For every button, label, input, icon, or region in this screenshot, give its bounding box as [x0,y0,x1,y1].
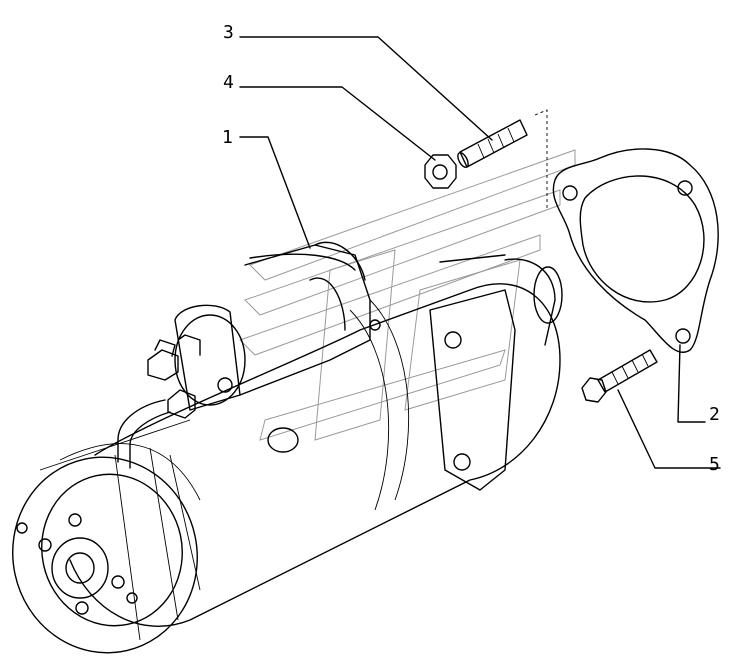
leader-lines [239,36,721,469]
callout-5: 5 [709,454,720,475]
callout-1: 1 [222,127,233,148]
callout-labels: 1 2 3 4 5 [222,22,720,475]
watermark-logo [239,149,576,441]
leader-line-3 [239,36,493,141]
callout-2: 2 [709,404,720,425]
starter-motor [12,241,563,654]
leader-line-1 [239,136,311,249]
stud [457,109,548,210]
nut [424,154,457,189]
bolt [581,349,658,403]
callout-3: 3 [223,22,234,43]
gasket [552,148,719,353]
leader-line-5 [617,389,721,469]
callout-4: 4 [223,72,234,93]
leader-line-2 [677,344,706,423]
leader-line-4 [239,86,436,161]
